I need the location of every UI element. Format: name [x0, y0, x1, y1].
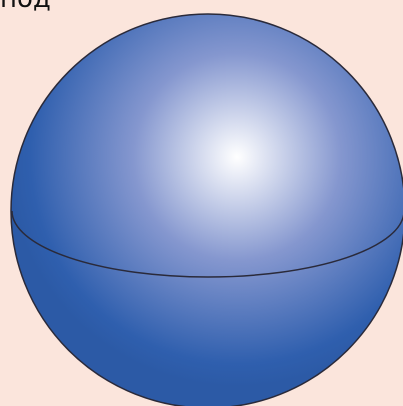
sphere-body [11, 14, 403, 406]
